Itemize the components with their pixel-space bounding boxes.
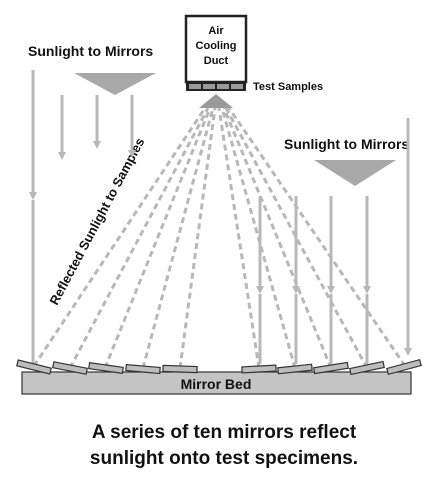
mirror (277, 363, 313, 375)
mirror-bed-label: Mirror Bed (181, 376, 252, 392)
sunlight-left-label: Sunlight to Mirrors (28, 43, 153, 59)
mirror (241, 364, 277, 374)
duct-label-line2: Cooling (196, 40, 237, 52)
reflected-ray (103, 107, 212, 369)
reflection-focus-arrow (199, 94, 233, 108)
reflected-ray (217, 107, 261, 369)
reflected-ray (227, 107, 407, 367)
sunlight-arrows-right (256, 118, 412, 356)
test-samples-strip (186, 82, 246, 91)
reflected-ray (32, 107, 207, 367)
reflected-sunlight-label: Reflected Sunlight to Samples (46, 135, 147, 307)
reflected-rays (32, 107, 407, 369)
mirror (125, 363, 161, 375)
reflected-ray (141, 107, 215, 369)
mirrors (16, 358, 422, 376)
air-cooling-duct (184, 14, 248, 84)
reflected-ray (222, 107, 333, 369)
duct-label-line3: Duct (204, 55, 229, 67)
caption: A series of ten mirrors reflect sunlight… (0, 420, 448, 472)
mirror (88, 361, 124, 375)
reflected-ray (178, 107, 217, 369)
duct-label-line1: Air (208, 25, 224, 37)
mirror (52, 361, 88, 375)
sunlight-right-triangle (314, 160, 396, 186)
sunlight-left-triangle (74, 73, 156, 95)
reflected-ray (220, 107, 297, 369)
caption-line1: A series of ten mirrors reflect (91, 422, 357, 443)
mirror (386, 358, 422, 376)
mirror (349, 360, 385, 376)
incident-beams-right (258, 294, 369, 364)
caption-line2: sunlight onto test specimens. (89, 448, 359, 469)
mirror (162, 364, 198, 374)
reflected-ray (68, 107, 210, 369)
sunlight-right-label: Sunlight to Mirrors (284, 136, 409, 152)
sunlight-arrows-left (29, 70, 136, 200)
test-samples-label: Test Samples (253, 81, 323, 93)
mirror-bed (21, 371, 412, 395)
mirror (313, 361, 349, 375)
mirror (16, 359, 52, 375)
mirror-diagram: Mirror Bed Air Cooling Duct Test Samples… (16, 14, 422, 395)
